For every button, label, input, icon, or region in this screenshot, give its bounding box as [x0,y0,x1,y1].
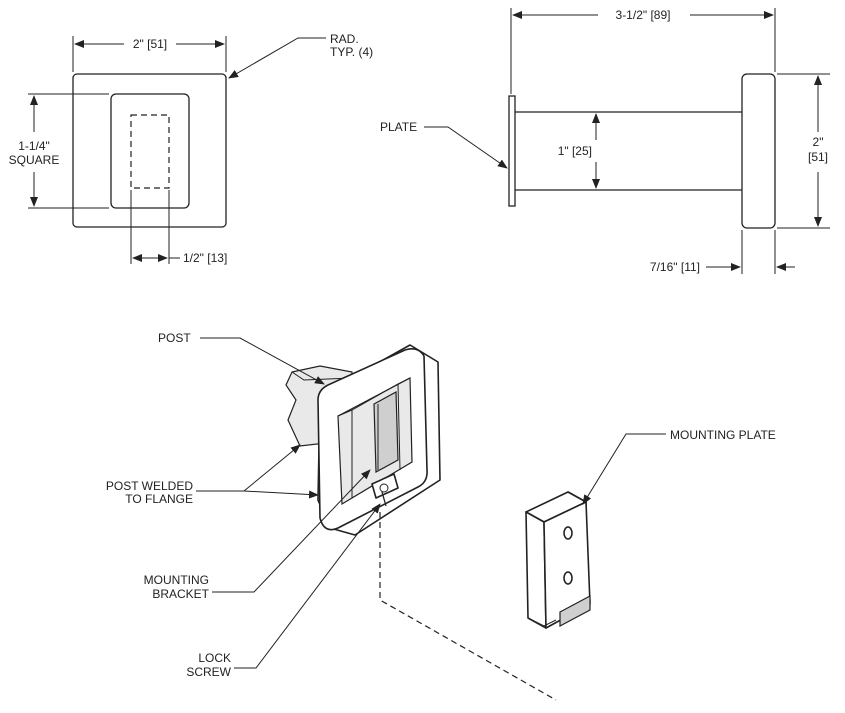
flange-thickness-dimension: 7/16" [11] [650,260,700,274]
upper-mounting-hole [563,526,573,540]
post-dimension: 1" [25] [558,144,592,158]
mounting-bracket-label: MOUNTING [144,573,209,587]
lock-screw [371,473,399,499]
radius-note-typical: TYP. (4) [330,45,373,59]
square-dimension-label: SQUARE [9,153,60,167]
assembly-path [379,512,557,701]
square-dimension: 1-1/4" [18,139,50,153]
radius-note: RAD. [330,32,359,46]
isometric-view: POST POST WELDED TO FLANGE MOUNTING BRAC… [106,331,776,701]
post-label: POST [158,331,191,345]
plate-outline [508,95,516,207]
mounting-bracket [373,391,399,473]
hidden-slot [130,114,170,189]
lock-screw-label-2: SCREW [186,665,231,679]
side-view: 3-1/2" [89] PLATE 1" [25] 2" [51] 7/16" … [380,8,830,274]
flange-outline [72,73,227,228]
post-outline [110,93,190,209]
lock-screw-label: LOCK [198,651,231,665]
lower-mounting-hole [563,571,573,585]
post-welded-label-2: TO FLANGE [125,492,193,506]
mounting-plate [525,491,591,629]
mounting-plate-label: MOUNTING PLATE [670,428,776,442]
height-dimension: 2" [813,135,824,149]
height-dimension-metric: [51] [808,150,828,164]
plate-label: PLATE [380,120,417,134]
flange-side [741,73,776,229]
mounting-bracket-label-2: BRACKET [152,587,209,601]
post-welded-label: POST WELDED [106,479,193,493]
slot-dimension: 1/2" [13] [183,251,227,265]
front-view: 2" [51] RAD. TYP. (4) 1-1/4" SQUARE 1/2"… [9,32,373,265]
length-dimension: 3-1/2" [89] [616,8,671,22]
width-dimension: 2" [51] [133,37,167,51]
